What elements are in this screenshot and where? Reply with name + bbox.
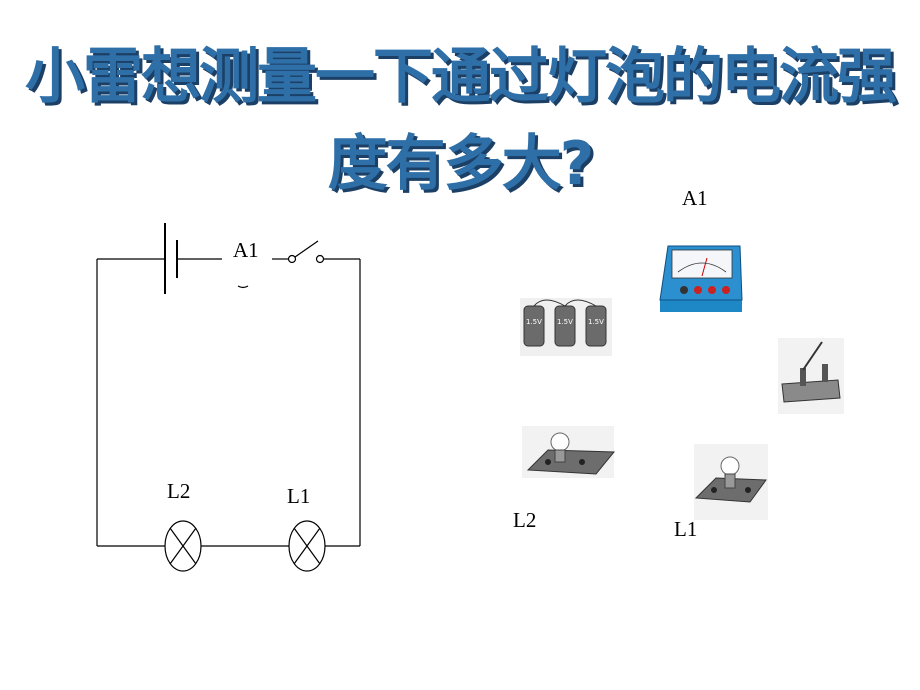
svg-text:1.5V: 1.5V: [557, 318, 573, 326]
switch-lever: [294, 240, 319, 258]
switch-contact-right: [315, 254, 325, 264]
circuit-lamp-l2-label: L2: [167, 479, 191, 503]
lamp-l1-symbol: [288, 520, 326, 572]
apparatus-bulb-l1-label: L1: [674, 517, 698, 541]
ammeter-mark: [237, 285, 249, 289]
bulb-l1-device: [694, 444, 768, 520]
ammeter-device: [659, 245, 743, 312]
knife-switch: [778, 338, 844, 414]
lamp-l2-symbol: [164, 520, 202, 572]
bulb-l2-device: [522, 426, 616, 478]
circuit-lamp-l1-label: L1: [287, 484, 311, 508]
svg-text:1.5V: 1.5V: [588, 318, 604, 326]
battery-pack: 1.5V 1.5V 1.5V: [520, 298, 612, 356]
apparatus-bulb-l2-label: L2: [513, 508, 537, 532]
svg-text:1.5V: 1.5V: [526, 318, 542, 326]
page-title: 小雷想测量一下通过灯泡的电流强度有多大?: [25, 42, 897, 199]
apparatus-ammeter-label: A1: [682, 186, 708, 210]
circuit-ammeter-label: A1: [233, 238, 259, 262]
switch-contact-left: [287, 254, 297, 264]
